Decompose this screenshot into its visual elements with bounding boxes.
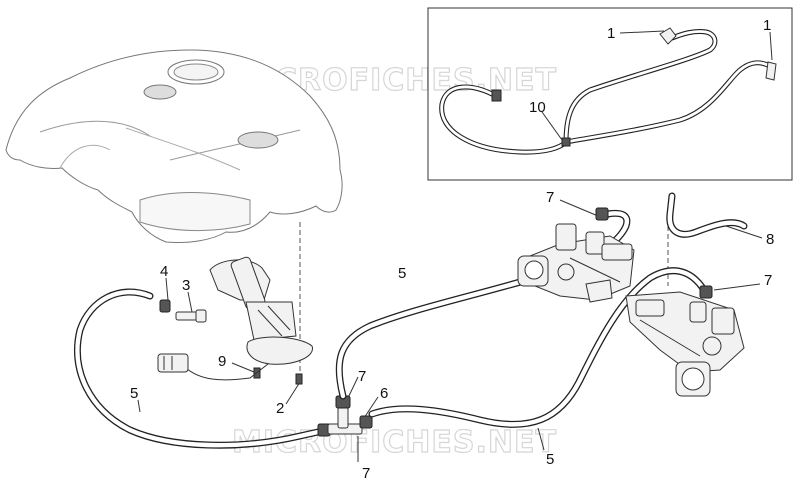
callout-5-lower: 5 (546, 451, 554, 468)
callout-6: 6 (380, 385, 388, 402)
t-fitting-6 (317, 395, 373, 437)
callout-7-throttle-top: 7 (546, 189, 554, 206)
screw-2 (295, 373, 303, 385)
callout-7-throttle-right: 7 (764, 272, 772, 289)
throttle-body-lower (625, 291, 745, 397)
callout-5-upper: 5 (398, 265, 406, 282)
fitting-3 (175, 309, 207, 323)
inset-frame (427, 7, 793, 181)
hose-8 (666, 192, 748, 238)
pump-wiring-connector (157, 353, 269, 381)
fuel-pump (209, 256, 313, 365)
callout-7-t-bottom: 7 (362, 465, 370, 482)
callout-10: 10 (529, 99, 546, 116)
callout-1-right: 1 (763, 17, 771, 34)
leader-lines (137, 30, 773, 462)
callout-3: 3 (182, 277, 190, 294)
fuel-tank (5, 49, 343, 243)
callout-2: 2 (276, 400, 284, 417)
hose-clip-4 (159, 299, 171, 313)
callout-8: 8 (766, 231, 774, 248)
throttle-body-upper (517, 223, 635, 303)
callout-1-left: 1 (607, 25, 615, 42)
hose-5-left (73, 288, 322, 449)
callout-4: 4 (160, 263, 168, 280)
callout-7-t-top: 7 (358, 368, 366, 385)
hose-5-lower (368, 267, 713, 428)
callout-9: 9 (218, 353, 226, 370)
inset-breather-hose (439, 27, 777, 155)
callout-5-left: 5 (130, 385, 138, 402)
